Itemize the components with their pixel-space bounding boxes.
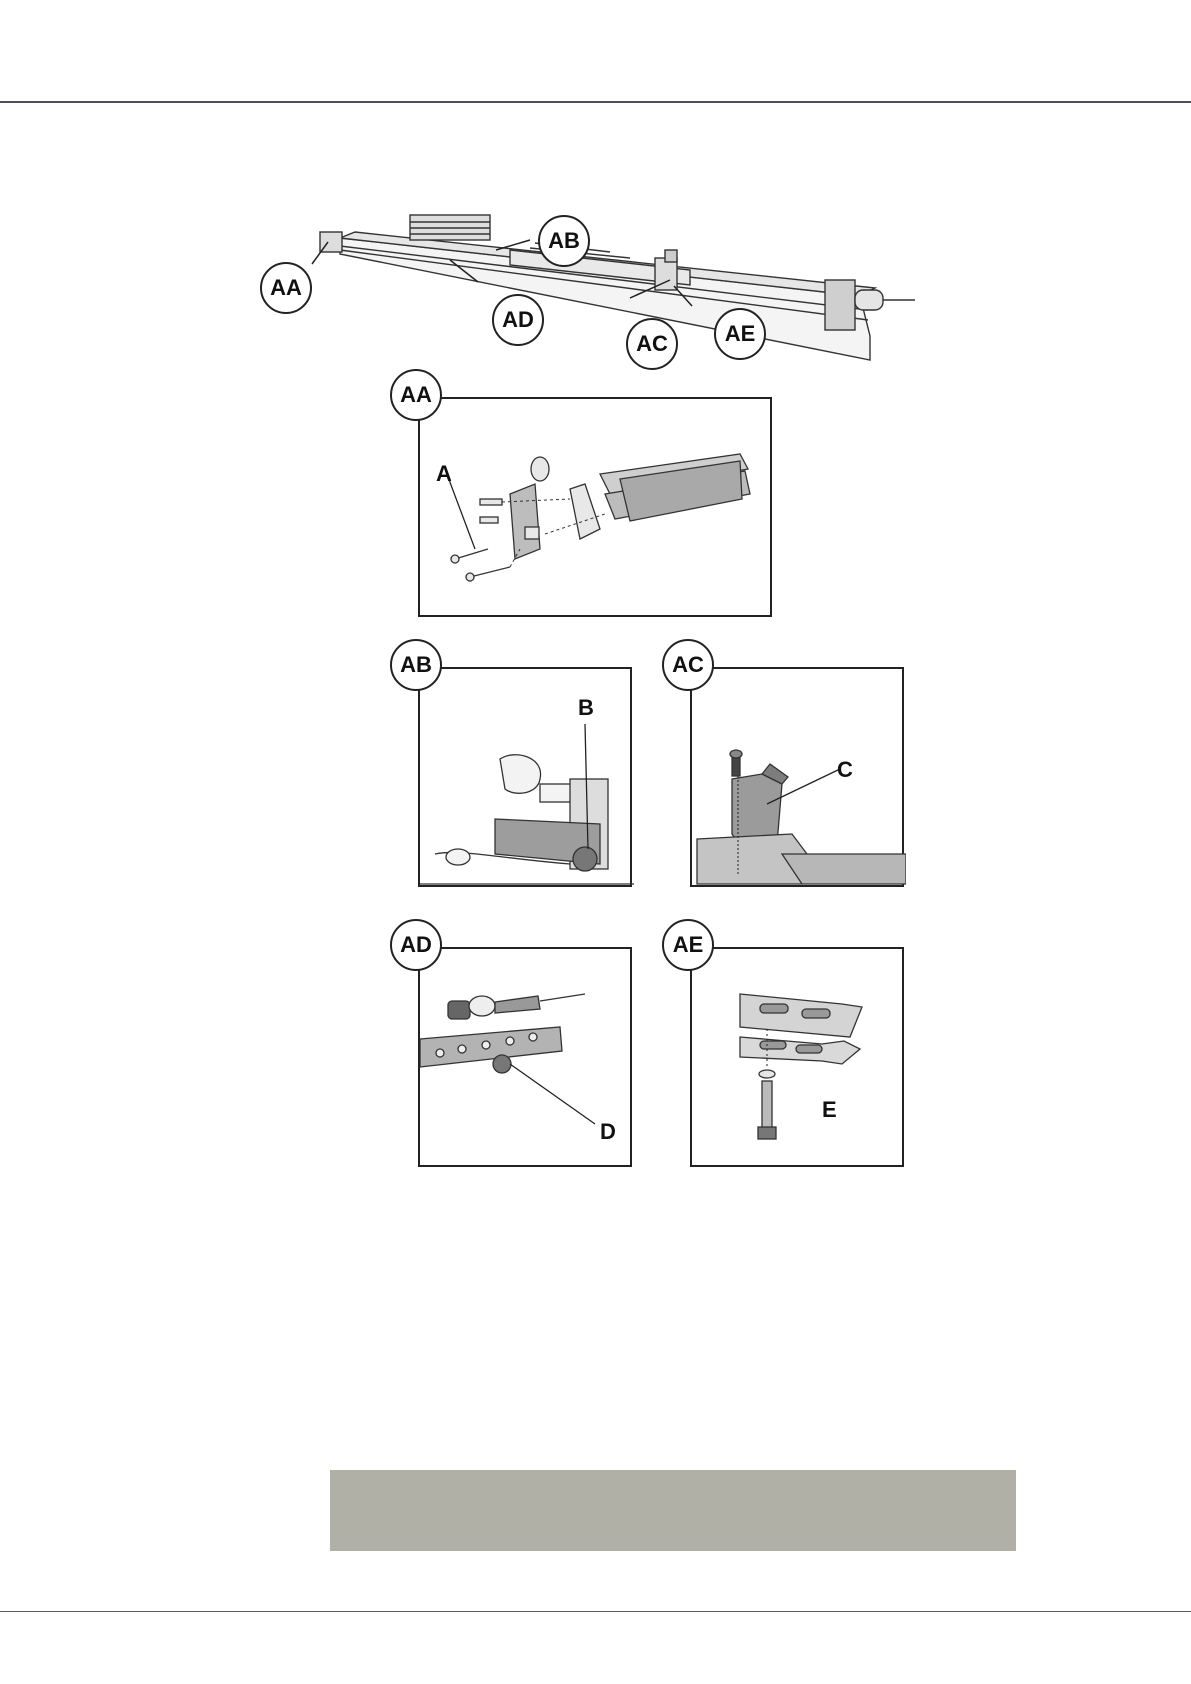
overview-diagram: AA AB AC AD AE [270,210,930,370]
part-label-d: D [600,1119,616,1145]
pulley-adjustment-illustration [420,669,634,889]
part-label-b: B [578,695,594,721]
callout-ab: AB [390,639,442,691]
detail-panel-ad: AD D [418,947,632,1167]
callout-ac: AC [662,639,714,691]
callout-ae: AE [714,308,766,360]
gray-note-box [330,1470,1016,1551]
detail-panel-aa: AA A [418,397,772,617]
callout-ad: AD [390,919,442,971]
end-bracket-illustration [420,399,774,619]
slider-blocks-illustration [692,949,906,1169]
callout-ad: AD [492,294,544,346]
callout-ab: AB [538,215,590,267]
callout-ac: AC [626,318,678,370]
bottom-rule [0,1611,1191,1612]
detail-panel-ae: AE E [690,947,904,1167]
part-label-e: E [822,1097,837,1123]
top-rule [0,101,1191,103]
callout-aa: AA [390,369,442,421]
callout-ae: AE [662,919,714,971]
detail-panel-ab: AB B [418,667,632,887]
part-label-a: A [436,461,452,487]
stop-bracket-illustration [692,669,906,889]
callout-aa: AA [260,262,312,314]
part-label-c: C [837,757,853,783]
rail-assembly-illustration [270,210,930,370]
detail-panel-ac: AC C [690,667,904,887]
